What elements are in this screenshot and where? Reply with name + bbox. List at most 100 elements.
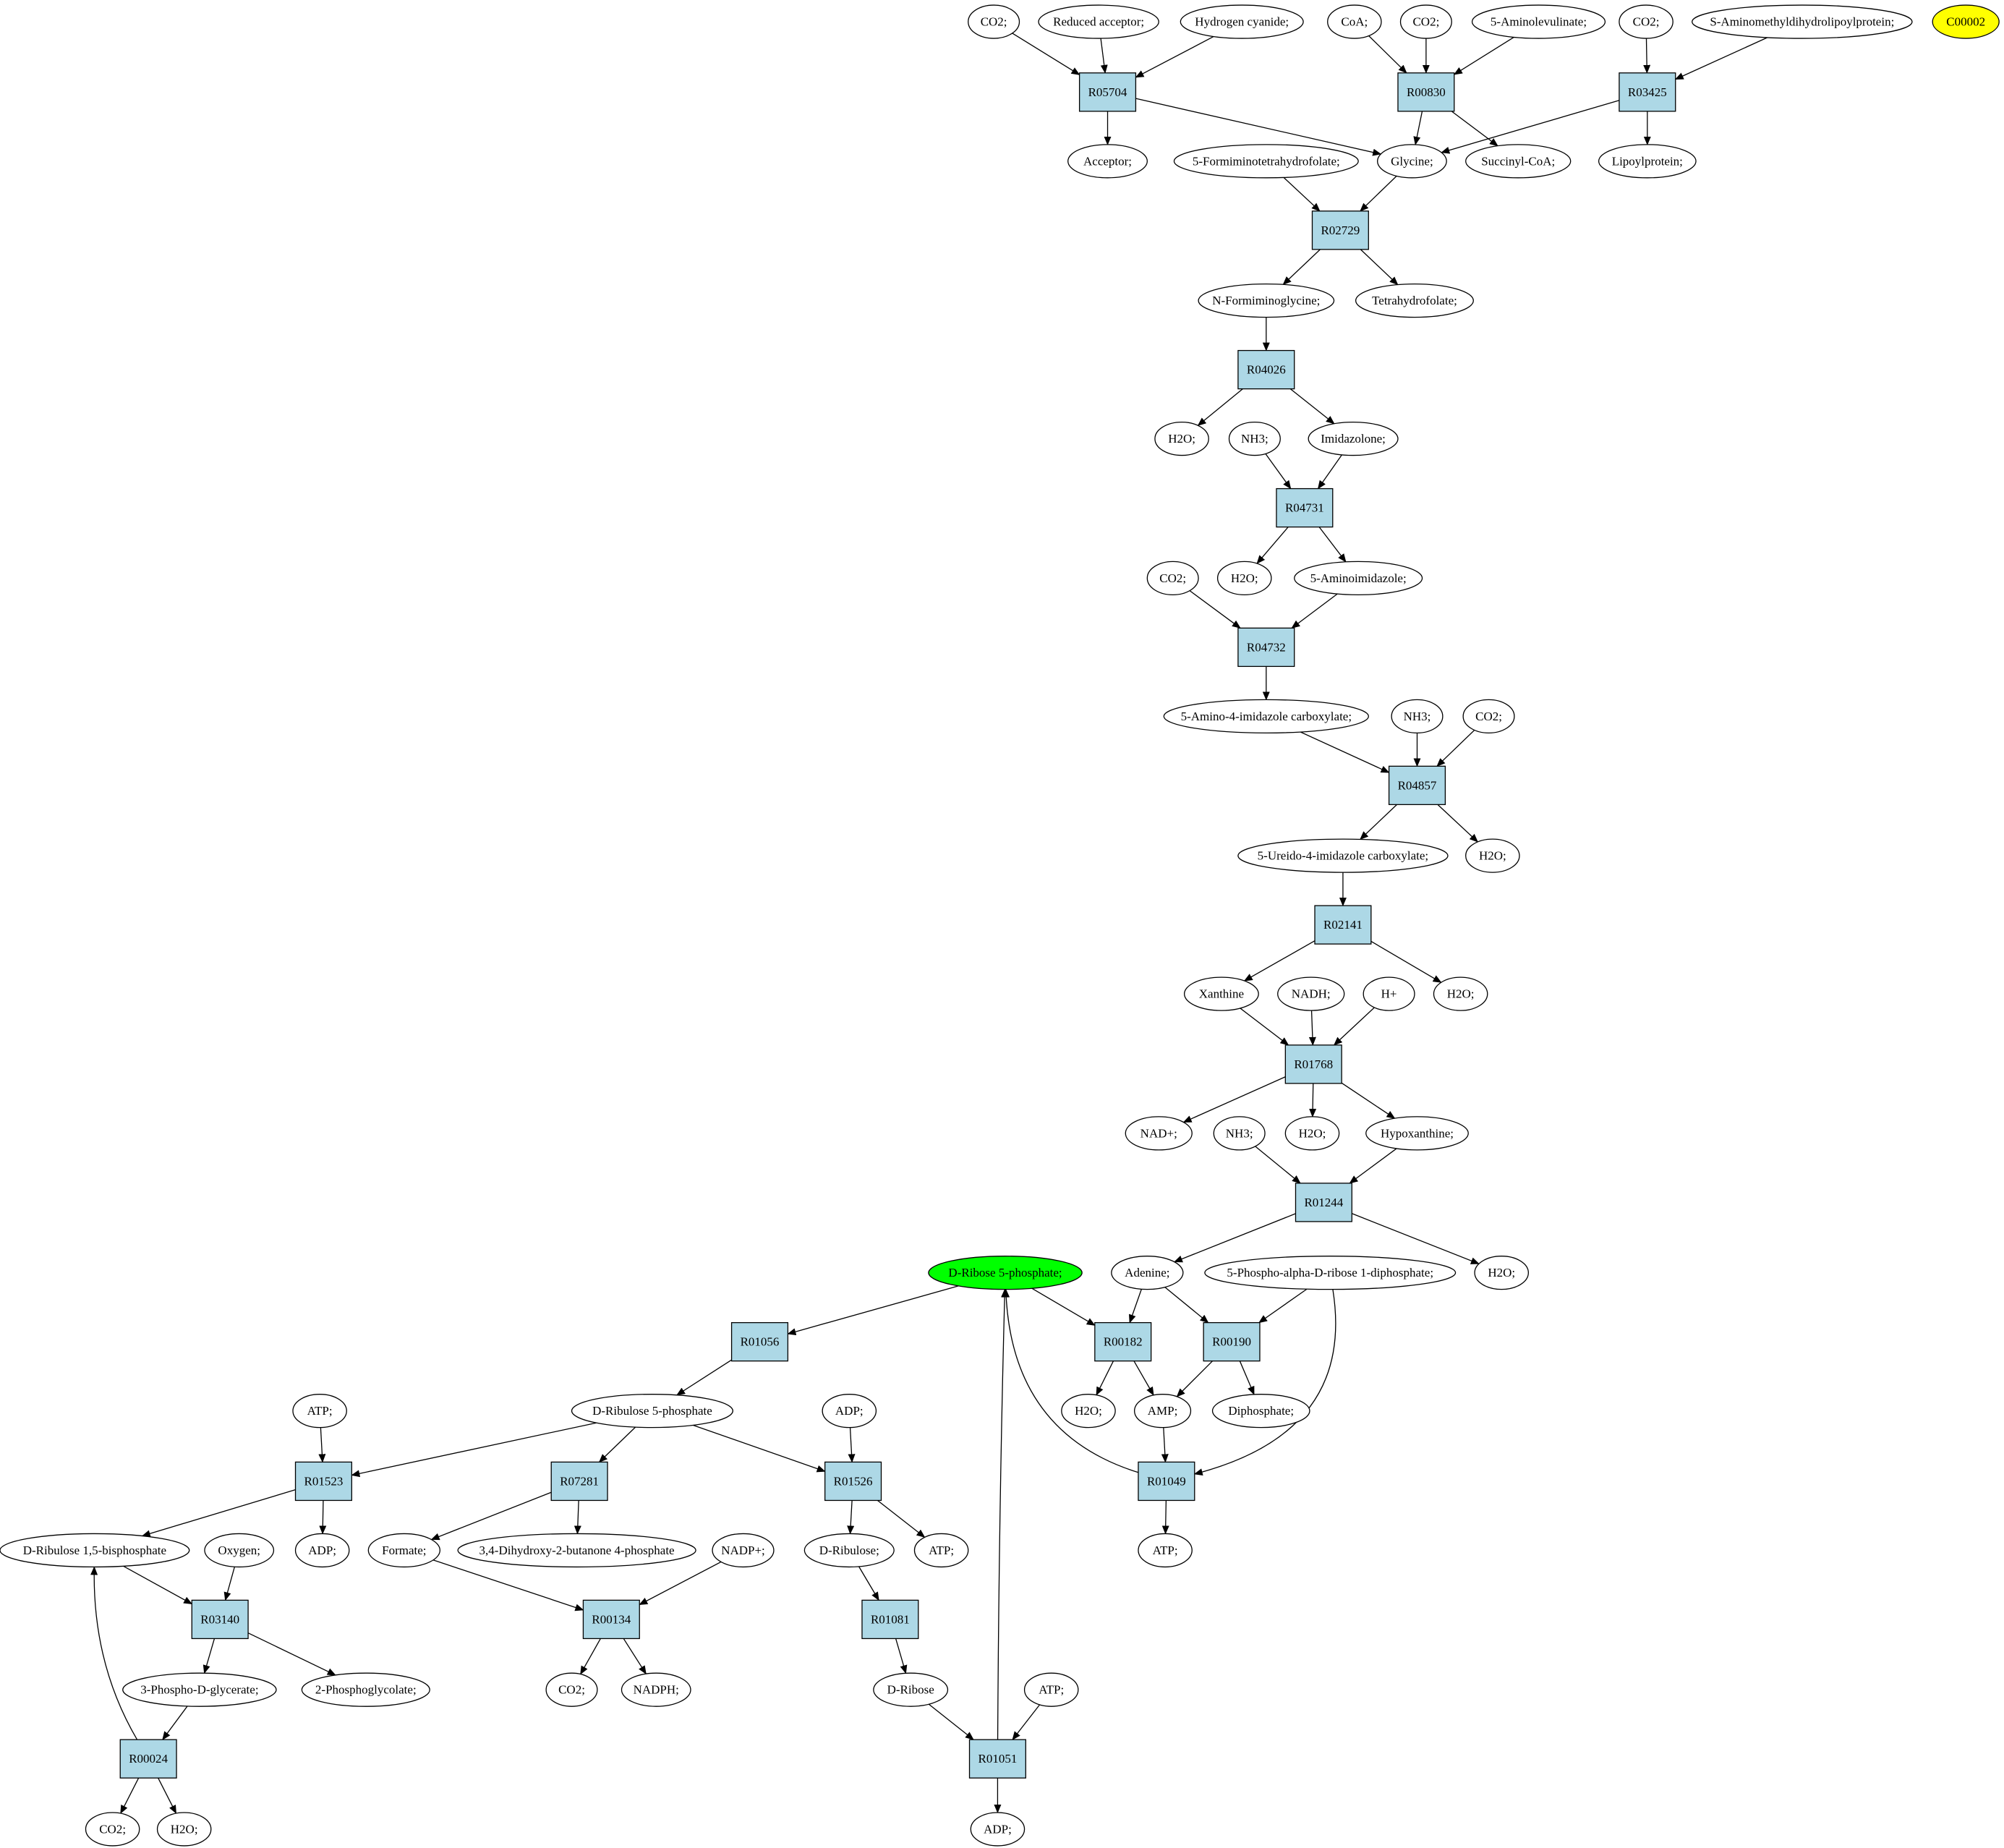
reaction-node-R04026[interactable]: R04026 xyxy=(1237,349,1295,390)
compound-node[interactable]: D-Ribulose; xyxy=(803,1533,895,1568)
reaction-node-R01049[interactable]: R01049 xyxy=(1138,1461,1195,1502)
compound-node[interactable]: CO2; xyxy=(968,4,1020,39)
compound-node[interactable]: NADH; xyxy=(1277,976,1345,1011)
reaction-node-R02141[interactable]: R02141 xyxy=(1314,905,1372,945)
compound-node[interactable]: Lipoylprotein; xyxy=(1598,144,1697,179)
compound-node[interactable]: ATP; xyxy=(1138,1533,1193,1568)
compound-node[interactable]: Glycine; xyxy=(1377,144,1447,179)
compound-node[interactable]: H2O; xyxy=(1465,838,1520,873)
compound-node[interactable]: Hypoxanthine; xyxy=(1365,1116,1469,1151)
compound-node[interactable]: CO2; xyxy=(1399,4,1452,39)
compound-node[interactable]: Imidazolone; xyxy=(1308,421,1399,456)
compound-node[interactable]: Oxygen; xyxy=(204,1533,275,1568)
compound-node[interactable]: ADP; xyxy=(822,1394,877,1428)
compound-node[interactable]: NADPH; xyxy=(621,1672,691,1707)
reaction-node-R01768[interactable]: R01768 xyxy=(1284,1044,1342,1084)
reaction-node-R00182[interactable]: R00182 xyxy=(1094,1321,1152,1362)
compound-node[interactable]: D-Ribose xyxy=(873,1672,949,1707)
compound-node[interactable]: ADP; xyxy=(970,1812,1026,1847)
compound-node[interactable]: CoA; xyxy=(1327,4,1382,39)
compound-ellipse xyxy=(712,1533,775,1568)
compound-label: 5-Aminolevulinate; xyxy=(1491,15,1587,29)
compound-node[interactable]: CO2; xyxy=(1462,699,1515,734)
edge-c_glycine-to-r_R02729 xyxy=(1360,175,1397,212)
reaction-node-R04857[interactable]: R04857 xyxy=(1388,765,1446,806)
compound-node[interactable]: D-Ribulose 5-phosphate xyxy=(571,1394,734,1428)
compound-node[interactable]: ATP; xyxy=(913,1533,969,1568)
reaction-node-R01081[interactable]: R01081 xyxy=(861,1599,919,1640)
compound-node[interactable]: Acceptor; xyxy=(1067,144,1148,179)
compound-node[interactable]: NH3; xyxy=(1228,421,1281,456)
compound-label: ADP; xyxy=(308,1543,336,1557)
reaction-label: R00024 xyxy=(129,1752,168,1766)
compound-node[interactable]: CO2; xyxy=(1146,561,1199,596)
compound-node[interactable]: H2O; xyxy=(1154,421,1209,456)
compound-node[interactable]: 5-Aminoimidazole; xyxy=(1294,561,1423,596)
reaction-node-R01523[interactable]: R01523 xyxy=(294,1461,352,1502)
compound-node[interactable]: ATP; xyxy=(1023,1672,1079,1707)
compound-node[interactable]: Formate; xyxy=(367,1533,441,1568)
compound-node[interactable]: H+ xyxy=(1363,976,1415,1011)
compound-node[interactable]: H2O; xyxy=(1284,1116,1340,1151)
target-compound-node[interactable]: C00002 xyxy=(1932,4,2000,39)
compound-node[interactable]: ATP; xyxy=(292,1394,347,1428)
compound-node[interactable]: Adenine; xyxy=(1111,1256,1184,1290)
compound-node[interactable]: 3,4-Dihydroxy-2-butanone 4-phosphate xyxy=(457,1533,696,1568)
compound-node[interactable]: NH3; xyxy=(1213,1116,1266,1151)
compound-node[interactable]: ADP; xyxy=(294,1533,350,1568)
edge-r_R01244-to-c_adenine xyxy=(1173,1213,1296,1263)
compound-label: Hydrogen cyanide; xyxy=(1195,15,1289,29)
compound-node[interactable]: 5-Phospho-alpha-D-ribose 1-diphosphate; xyxy=(1204,1256,1457,1290)
reaction-node-R07281[interactable]: R07281 xyxy=(550,1461,608,1502)
compound-node[interactable]: NAD+; xyxy=(1125,1116,1193,1151)
reaction-node-R01244[interactable]: R01244 xyxy=(1295,1183,1352,1222)
compound-node[interactable]: Diphosphate; xyxy=(1211,1394,1310,1428)
compound-node[interactable]: Succinyl-CoA; xyxy=(1465,144,1572,179)
compound-node[interactable]: D-Ribulose 1,5-bisphosphate xyxy=(0,1533,190,1568)
reaction-node-R04732[interactable]: R04732 xyxy=(1237,627,1295,668)
edge-r_R03425-to-c_glycine xyxy=(1441,100,1620,154)
reaction-node-R00024[interactable]: R00024 xyxy=(119,1739,177,1779)
compound-node[interactable]: NADP+; xyxy=(712,1533,775,1568)
compound-node[interactable]: CO2; xyxy=(1619,4,1673,39)
reaction-node-R00190[interactable]: R00190 xyxy=(1203,1321,1261,1362)
compound-node[interactable]: Tetrahydrofolate; xyxy=(1355,283,1474,318)
source-compound-node[interactable]: D-Ribose 5-phosphate; xyxy=(928,1256,1083,1290)
compound-node[interactable]: H2O; xyxy=(1474,1256,1530,1290)
reaction-node-R00830[interactable]: R00830 xyxy=(1397,72,1455,112)
reaction-node-R01526[interactable]: R01526 xyxy=(824,1461,882,1502)
compound-node[interactable]: 5-Ureido-4-imidazole carboxylate; xyxy=(1237,838,1449,873)
reaction-node-R00134[interactable]: R00134 xyxy=(582,1599,640,1640)
compound-node[interactable]: 5-Aminolevulinate; xyxy=(1471,4,1606,39)
reaction-node-R01051[interactable]: R01051 xyxy=(968,1739,1026,1779)
compound-node[interactable]: H2O; xyxy=(1433,976,1488,1011)
compound-node[interactable]: Reduced acceptor; xyxy=(1038,4,1159,39)
reaction-node-R02729[interactable]: R02729 xyxy=(1311,210,1369,250)
compound-node[interactable]: H2O; xyxy=(1061,1394,1116,1428)
reaction-node-R01056[interactable]: R01056 xyxy=(730,1321,789,1362)
compound-node[interactable]: 5-Amino-4-imidazole carboxylate; xyxy=(1163,699,1369,734)
compound-node[interactable]: 3-Phospho-D-glycerate; xyxy=(122,1672,277,1707)
compound-ellipse xyxy=(1204,1256,1457,1290)
edge-c_3pg-to-r_R00024 xyxy=(162,1706,188,1740)
compound-node[interactable]: 5-Formiminotetrahydrofolate; xyxy=(1173,144,1359,179)
reaction-node-R05704[interactable]: R05704 xyxy=(1078,72,1137,112)
edge-c_oxygen-to-r_R03140 xyxy=(223,1567,236,1601)
reaction-node-R04731[interactable]: R04731 xyxy=(1276,487,1334,528)
compound-node[interactable]: Xanthine xyxy=(1183,976,1259,1011)
compound-node[interactable]: CO2; xyxy=(85,1812,140,1847)
reaction-node-R03425[interactable]: R03425 xyxy=(1619,72,1676,112)
edge-c_hplus-to-r_R01768 xyxy=(1333,1007,1375,1046)
compound-node[interactable]: H2O; xyxy=(156,1812,212,1847)
compound-node[interactable]: NH3; xyxy=(1391,699,1444,734)
compound-node[interactable]: AMP; xyxy=(1134,1394,1192,1428)
edge-c_atp_1-to-r_R01523 xyxy=(318,1427,326,1463)
compound-node[interactable]: Hydrogen cyanide; xyxy=(1180,4,1304,39)
compound-node[interactable]: H2O; xyxy=(1216,561,1272,596)
reaction-label: R01768 xyxy=(1294,1057,1333,1071)
reaction-node-R03140[interactable]: R03140 xyxy=(191,1599,249,1640)
compound-node[interactable]: S-Aminomethyldihydrolipoylprotein; xyxy=(1692,4,1913,39)
compound-node[interactable]: CO2; xyxy=(545,1672,598,1707)
compound-node[interactable]: N-Formiminoglycine; xyxy=(1198,283,1335,318)
compound-node[interactable]: 2-Phosphoglycolate; xyxy=(301,1672,430,1707)
